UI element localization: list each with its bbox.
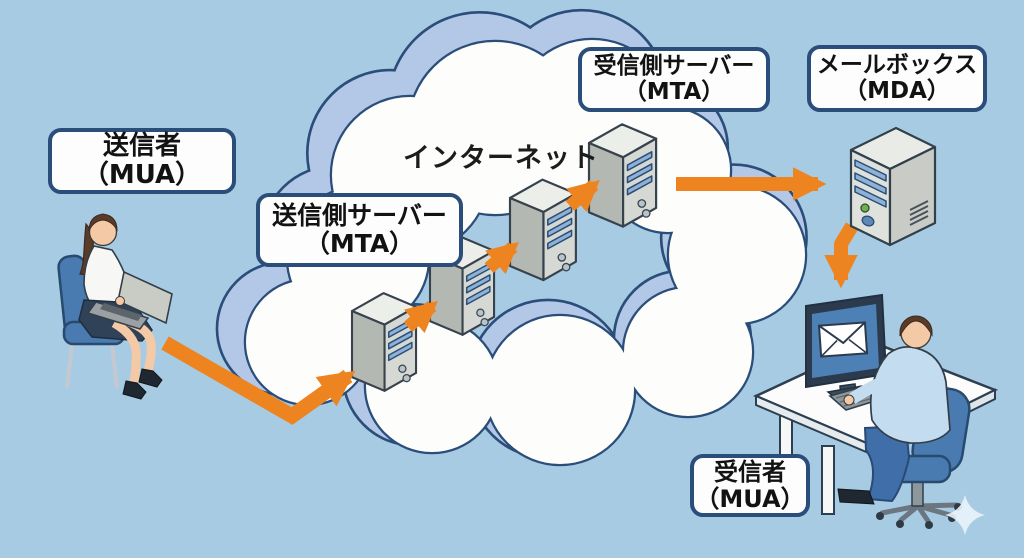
arrow-relay-2-3 bbox=[484, 241, 519, 275]
label-sending-server-mta: 送信側サーバー （MTA） bbox=[256, 193, 463, 267]
label-receiving-server-mta: 受信側サーバー （MTA） bbox=[578, 47, 770, 112]
relay-server-3 bbox=[508, 178, 577, 282]
arrow-relay-1-2 bbox=[403, 300, 438, 334]
label-receiving-server-line2: （MTA） bbox=[623, 78, 725, 105]
label-sending-server-line1: 送信側サーバー bbox=[272, 201, 447, 230]
label-mailbox-mda: メールボックス （MDA） bbox=[807, 45, 987, 112]
label-mailbox-line1: メールボックス bbox=[816, 51, 978, 78]
label-receiver-mua: 受信者 （MUA） bbox=[690, 454, 810, 517]
arrow-relay-3-4 bbox=[565, 179, 600, 213]
sender-person bbox=[57, 213, 173, 400]
label-sender-mua: 送信者 （MUA） bbox=[48, 128, 236, 194]
label-sender-line2: （MUA） bbox=[82, 160, 202, 190]
label-mailbox-line2: （MDA） bbox=[844, 77, 950, 104]
label-sender-line1: 送信者 bbox=[102, 130, 181, 161]
arrow-mda-to-receiver bbox=[824, 222, 858, 289]
arrow-sender-to-mta bbox=[161, 336, 356, 425]
label-sending-server-line2: （MTA） bbox=[304, 229, 415, 258]
relay-server-1 bbox=[350, 292, 418, 392]
email-envelope-icon bbox=[817, 321, 869, 358]
receiver-person bbox=[837, 315, 951, 505]
sparkle-icon bbox=[945, 495, 985, 535]
label-receiver-line2: （MUA） bbox=[695, 484, 805, 513]
label-receiver-line1: 受信者 bbox=[714, 457, 786, 486]
mailbox-server bbox=[849, 126, 937, 247]
label-internet: インターネット bbox=[403, 143, 599, 174]
label-receiving-server-line1: 受信側サーバー bbox=[593, 52, 755, 79]
relay-server-4 bbox=[587, 123, 658, 228]
sender-laptop bbox=[86, 270, 173, 330]
server-led bbox=[860, 203, 870, 213]
